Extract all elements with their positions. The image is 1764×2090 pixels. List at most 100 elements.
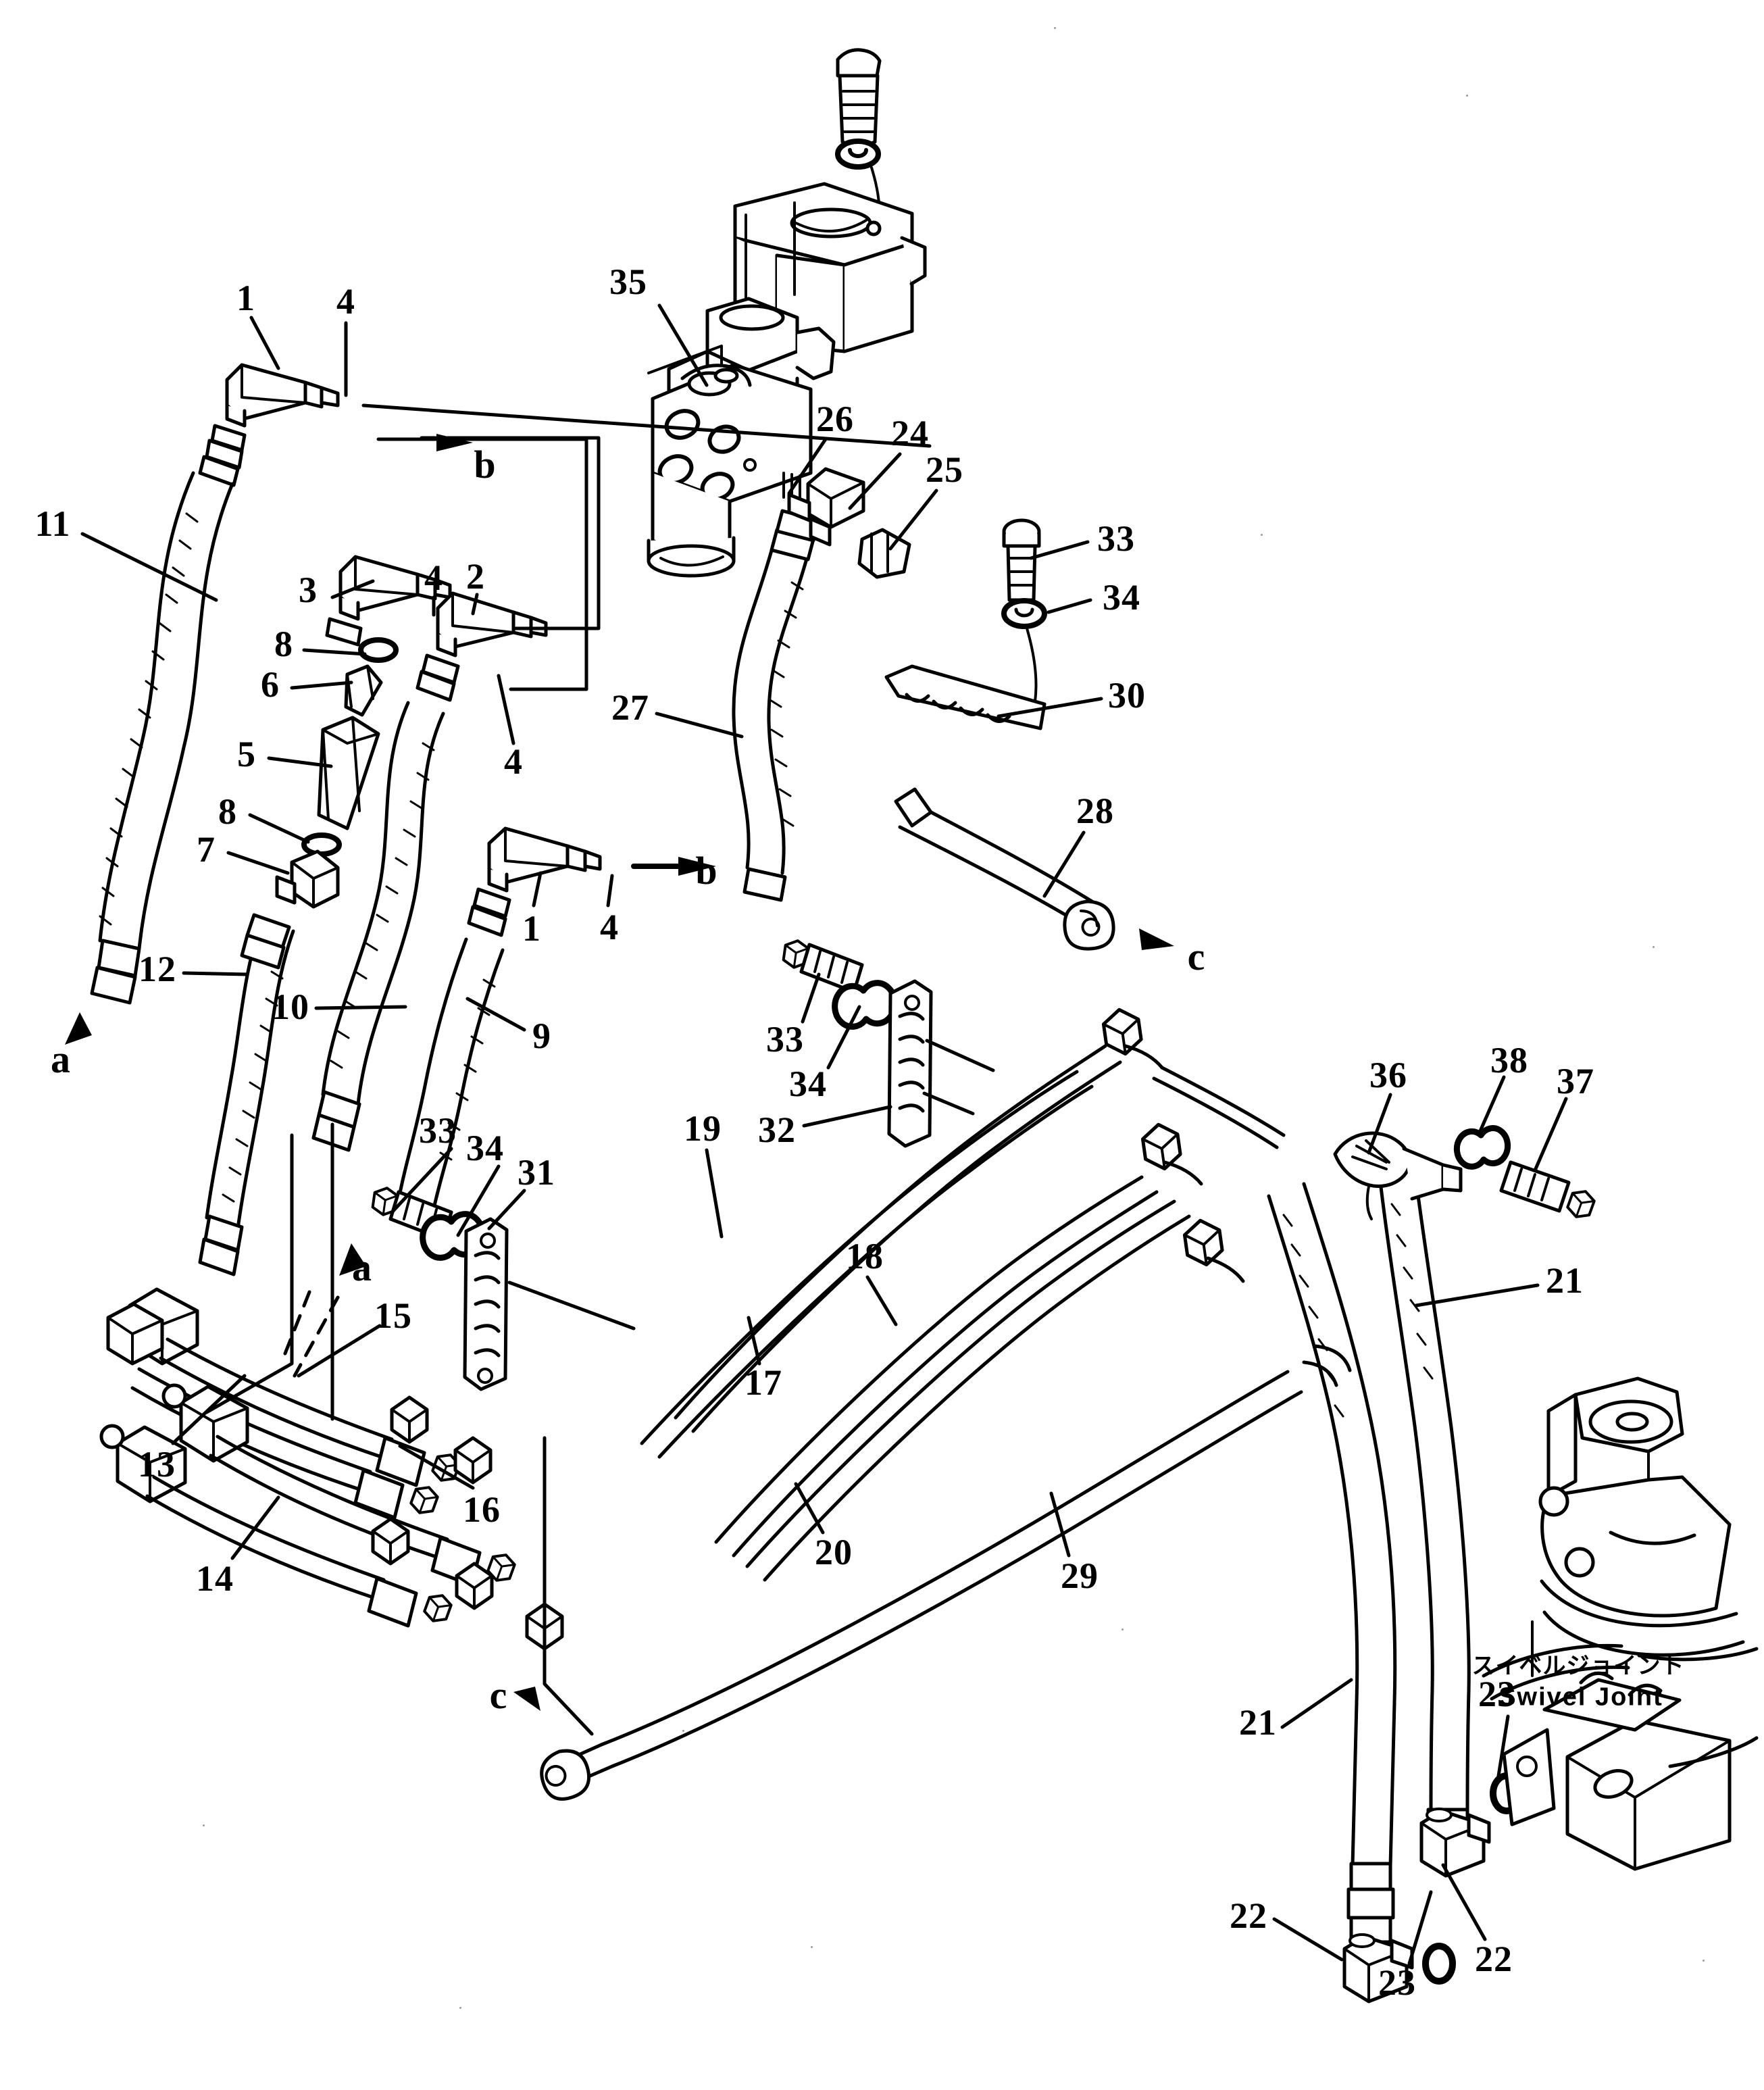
part-callout-7: 7 — [197, 829, 216, 870]
bolt-37 — [1499, 1160, 1596, 1221]
elbow-22-left — [1342, 1933, 1414, 2004]
connector-7 — [275, 849, 340, 909]
part-callout-25: 25 — [926, 449, 963, 490]
part-callout-12: 12 — [138, 949, 176, 989]
part-callout-4: 4 — [336, 281, 355, 322]
part-callout-14: 14 — [196, 1558, 234, 1599]
oring-8-lower — [301, 832, 342, 857]
part-callout-4: 4 — [600, 907, 619, 947]
leader-lines — [80, 303, 1568, 1966]
sleeve-5 — [317, 716, 380, 830]
part-callout-23: 23 — [1478, 1674, 1516, 1714]
elbow-24 — [787, 467, 865, 547]
section-marker: c — [1187, 935, 1206, 978]
bolt-33-upper — [1002, 518, 1041, 602]
part-callout-32: 32 — [758, 1110, 796, 1150]
washer-top-valve — [835, 139, 881, 170]
part-callout-6: 6 — [261, 664, 280, 705]
part-callout-8: 8 — [218, 791, 237, 832]
arrow-heads — [65, 434, 1174, 1711]
scan-speck — [459, 2007, 461, 2009]
part-callout-33: 33 — [766, 1019, 804, 1060]
part-callout-3: 3 — [299, 570, 318, 610]
part-callout-34: 34 — [466, 1128, 504, 1168]
part-callout-1: 1 — [236, 278, 255, 318]
swivel-joint-label-japanese: スイベルジョイント — [1471, 1652, 1685, 1680]
scan-speck — [1653, 946, 1655, 948]
part-callout-31: 31 — [518, 1152, 555, 1193]
part-callout-9: 9 — [532, 1016, 551, 1056]
washer-34-upper — [1001, 598, 1047, 629]
scan-speck — [203, 1824, 205, 1826]
section-marker: b — [695, 849, 718, 893]
elbow-1-top — [198, 363, 340, 487]
part-callout-21: 21 — [1546, 1260, 1584, 1301]
tube-head-block — [106, 1287, 199, 1366]
part-callout-10: 10 — [272, 987, 309, 1027]
part-callout-19: 19 — [684, 1108, 722, 1149]
clamp-31 — [463, 1217, 509, 1391]
part-callout-22: 22 — [1475, 1939, 1513, 1979]
part-callout-23: 23 — [1378, 1962, 1416, 2003]
scan-speck — [1703, 1960, 1705, 1962]
elbow-3 — [325, 555, 452, 647]
part-callout-37: 37 — [1557, 1061, 1594, 1101]
part-callout-20: 20 — [815, 1532, 853, 1572]
scan-speck — [1122, 1628, 1124, 1631]
scan-speck — [811, 1946, 813, 1948]
tube-15 — [159, 1337, 461, 1487]
hose-28 — [894, 787, 1115, 951]
part-callout-29: 29 — [1061, 1556, 1099, 1596]
section-marker: b — [474, 443, 497, 487]
scan-speck — [1261, 534, 1263, 536]
part-callout-38: 38 — [1490, 1040, 1528, 1080]
clamp-32 — [887, 979, 933, 1148]
hose-11 — [90, 471, 234, 1005]
hose-12 — [198, 913, 295, 1276]
part-callout-24: 24 — [891, 413, 929, 453]
part-callout-2: 2 — [466, 556, 485, 597]
part-callout-11: 11 — [34, 503, 71, 544]
tube-c-bottom — [540, 1743, 614, 1801]
section-marker: c — [489, 1673, 508, 1717]
scan-speck — [682, 1730, 684, 1732]
scan-speck — [1466, 95, 1468, 97]
hose-27 — [732, 509, 821, 902]
elbow-2 — [415, 591, 548, 702]
section-marker: a — [51, 1037, 71, 1081]
oring-8-upper — [358, 637, 399, 663]
washer-34-center — [832, 980, 898, 1030]
part-callout-17: 17 — [745, 1362, 782, 1403]
part-callout-15: 15 — [374, 1295, 412, 1336]
part-callout-21: 21 — [1239, 1702, 1277, 1743]
clamp-30 — [884, 664, 1047, 730]
elbow-1-mid — [467, 826, 602, 937]
part-callout-8: 8 — [274, 624, 293, 664]
hose-21-left — [1267, 1182, 1397, 1944]
part-callout-4: 4 — [424, 557, 443, 598]
tube-14 — [145, 1475, 453, 1628]
part-callout-28: 28 — [1076, 791, 1114, 831]
pin-6 — [344, 664, 383, 717]
part-callout-26: 26 — [816, 399, 854, 439]
part-callout-13: 13 — [138, 1444, 176, 1485]
scan-speck — [1054, 27, 1056, 29]
part-callout-5: 5 — [237, 734, 256, 774]
swivel-joint-label-english: Swivel Joint — [1498, 1683, 1663, 1712]
part-callout-22: 22 — [1230, 1895, 1267, 1936]
part-callout-1: 1 — [522, 908, 541, 949]
hose-9 — [397, 937, 505, 1217]
elbow-22-right — [1419, 1808, 1491, 1878]
section-marker: a — [352, 1245, 372, 1289]
part-callout-27: 27 — [611, 687, 649, 728]
part-callout-36: 36 — [1369, 1055, 1407, 1095]
bolt-top-valve — [836, 48, 882, 147]
part-callout-16: 16 — [463, 1489, 501, 1530]
washer-38 — [1453, 1125, 1511, 1170]
part-callout-18: 18 — [846, 1236, 884, 1276]
part-callout-34: 34 — [1103, 577, 1140, 618]
part-callout-33: 33 — [1097, 518, 1135, 559]
oring-23-left — [1422, 1943, 1456, 1985]
